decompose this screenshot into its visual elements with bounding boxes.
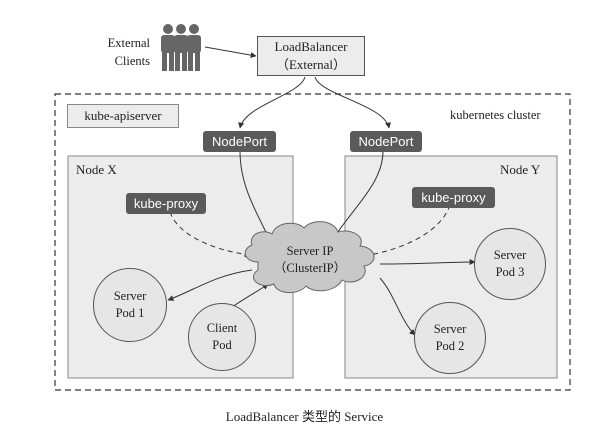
cluster-boundary xyxy=(54,93,571,391)
users-icon xyxy=(161,24,201,71)
nodeport-left-label: NodePort xyxy=(212,134,267,149)
cluster-label: kubernetes cluster xyxy=(450,108,541,122)
server-pod-2-line1: Server xyxy=(433,322,467,336)
load-balancer-box: LoadBalancer （External） xyxy=(257,36,365,76)
server-pod-3: Server Pod 3 xyxy=(474,228,546,300)
kube-apiserver-box: kube-apiserver xyxy=(67,104,179,128)
load-balancer-line1: LoadBalancer xyxy=(274,39,348,54)
kube-proxy-y-label: kube-proxy xyxy=(421,190,486,205)
arrow-lb-to-nodeport-right xyxy=(314,76,392,129)
client-pod-line1: Client xyxy=(206,321,238,335)
service-ip-label: Server IP （ClusterIP） xyxy=(270,243,350,277)
service-ip-cloud xyxy=(244,221,375,293)
server-pod-3-line2: Pod 3 xyxy=(495,265,525,279)
external-clients-line1: External xyxy=(107,36,150,50)
kube-proxy-x-label: kube-proxy xyxy=(133,196,199,211)
service-ip-line1: Server IP xyxy=(286,244,334,258)
client-pod: Client Pod xyxy=(188,303,256,371)
dashed-kube-proxy-x xyxy=(169,211,251,258)
node-x-title: Node X xyxy=(76,162,117,177)
server-pod-1-line2: Pod 1 xyxy=(115,306,145,320)
service-ip-line2: （ClusterIP） xyxy=(273,261,347,275)
arrow-clients-to-lb xyxy=(204,46,257,59)
arrow-svc-to-pod2 xyxy=(379,277,416,336)
external-clients-line2: Clients xyxy=(114,54,150,68)
nodeport-right-label: NodePort xyxy=(358,134,414,149)
server-pod-2: Server Pod 2 xyxy=(414,302,486,374)
server-pod-1: Server Pod 1 xyxy=(93,268,167,342)
arrow-svc-to-pod3 xyxy=(379,259,476,266)
external-clients-label: External Clients xyxy=(100,34,150,70)
nodeport-left: NodePort xyxy=(203,131,276,152)
arrow-svc-to-pod1 xyxy=(167,269,253,301)
server-pod-2-line2: Pod 2 xyxy=(435,339,465,353)
node-y-title: Node Y xyxy=(500,162,541,177)
diagram-caption: LoadBalancer 类型的 Service xyxy=(225,409,384,424)
server-pod-3-line1: Server xyxy=(493,248,527,262)
kube-proxy-y: kube-proxy xyxy=(412,187,495,208)
nodeport-right: NodePort xyxy=(350,131,422,152)
load-balancer-line2: （External） xyxy=(275,57,347,72)
client-pod-line2: Pod xyxy=(212,338,232,352)
arrow-lb-to-nodeport-left xyxy=(238,76,306,129)
server-pod-1-line1: Server xyxy=(113,289,147,303)
dashed-kube-proxy-y xyxy=(361,204,451,259)
kube-proxy-x: kube-proxy xyxy=(126,193,206,214)
kube-apiserver-label: kube-apiserver xyxy=(84,108,162,123)
